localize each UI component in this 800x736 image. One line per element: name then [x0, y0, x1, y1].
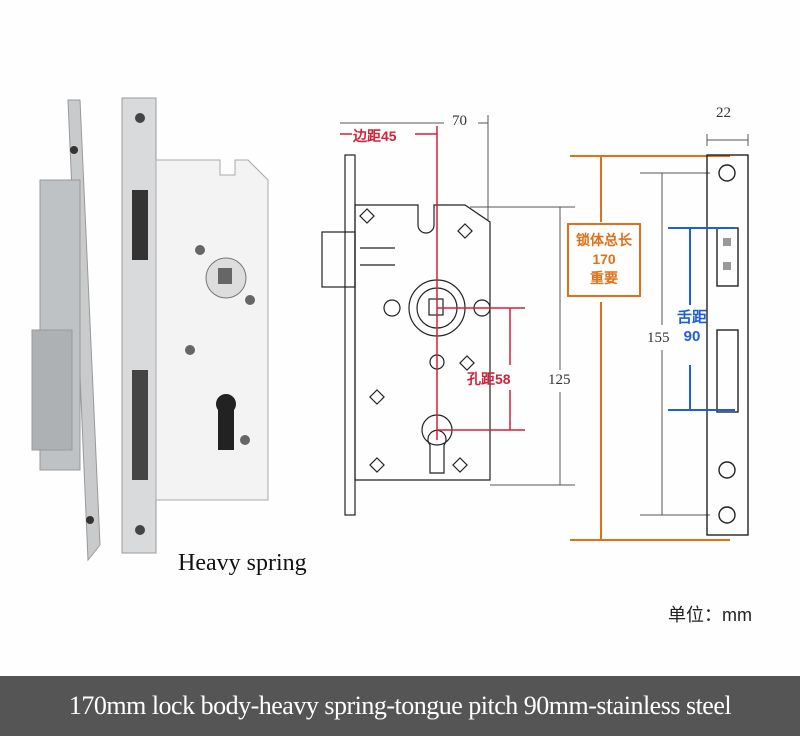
- total-length-note: 重要: [590, 270, 618, 286]
- lock-photo: [31, 97, 269, 562]
- tongue-pitch-value: 90: [683, 328, 701, 345]
- backset-label: 边距45: [353, 128, 397, 144]
- hole-distance-label: 孔距58: [467, 371, 511, 387]
- red-dimension-lines: [340, 126, 525, 440]
- title-banner: 170mm lock body-heavy spring-tongue pitc…: [0, 676, 800, 736]
- total-length-value: 170: [592, 251, 616, 267]
- faceplate-drawing: [706, 154, 749, 536]
- total-length-box: 锁体总长 170 重要: [568, 231, 640, 288]
- tongue-pitch-title: 舌距: [676, 309, 707, 326]
- lock-body-drawing: [321, 154, 491, 516]
- heavy-spring-caption: Heavy spring: [178, 550, 307, 576]
- screw-distance-label: 155: [647, 330, 670, 346]
- orange-dimension-lines: [567, 155, 730, 541]
- blue-dimension-lines: [668, 227, 735, 411]
- total-length-title: 锁体总长: [576, 232, 632, 248]
- body-height-label: 125: [548, 372, 571, 388]
- dimension-lines: [340, 115, 749, 516]
- unit-label: 单位：mm: [668, 605, 752, 625]
- faceplate-width-label: 22: [716, 105, 731, 121]
- tongue-pitch-label: 舌距 90: [672, 308, 712, 346]
- width-70-label: 70: [452, 113, 467, 129]
